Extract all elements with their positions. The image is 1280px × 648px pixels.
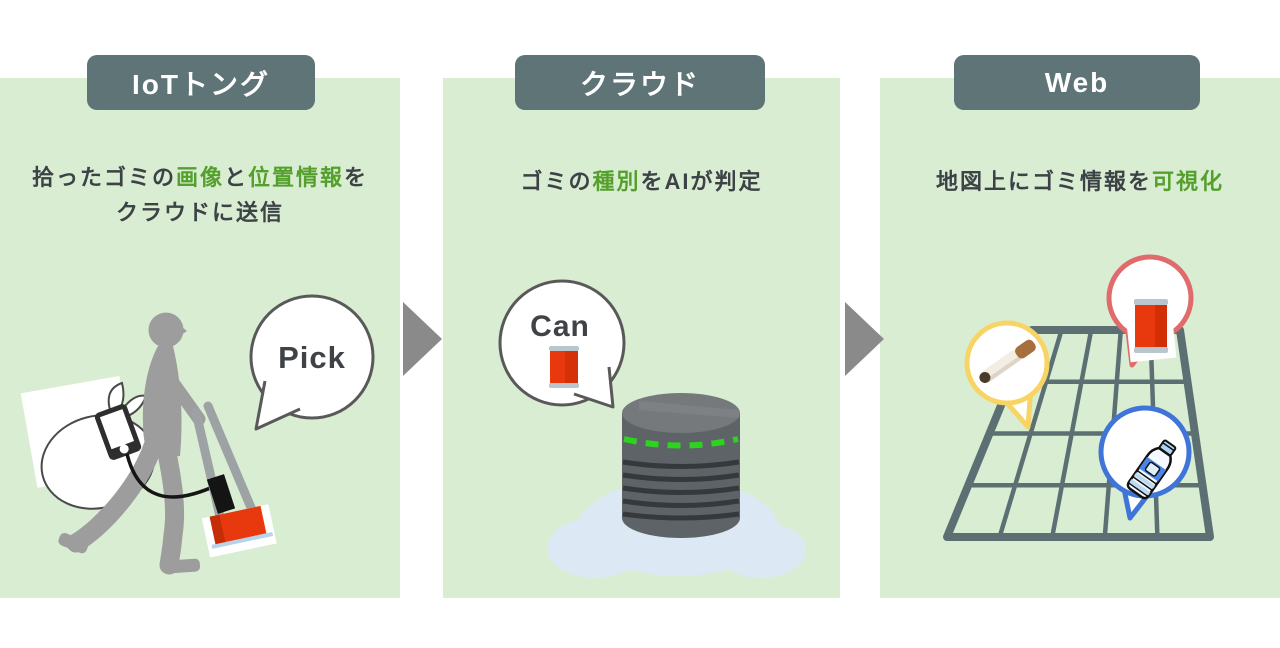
desc-text: 拾ったゴミの bbox=[31, 165, 176, 190]
tong-icon bbox=[191, 401, 277, 558]
desc-text: をAIが判定 bbox=[640, 169, 763, 194]
arrow-right-icon bbox=[845, 302, 884, 376]
desc-text: ゴミの bbox=[520, 169, 593, 194]
smartphone-icon bbox=[94, 404, 142, 460]
pin-can bbox=[1106, 254, 1194, 368]
panel1-desc-line1: 拾ったゴミの画像と位置情報を bbox=[0, 160, 400, 195]
pick-speech-bubble: Pick bbox=[249, 294, 375, 431]
tong-head bbox=[201, 504, 277, 558]
server-green-dash bbox=[623, 436, 739, 449]
iot-tong-illustration: Pick bbox=[20, 294, 375, 575]
panel-web: 地図上にゴミ情報を可視化 bbox=[880, 78, 1280, 598]
badge-iot-tong: IoTトング bbox=[87, 55, 315, 110]
desc-text: と bbox=[223, 165, 248, 190]
can-label: Can bbox=[530, 310, 590, 343]
pin-cigarette bbox=[964, 320, 1050, 430]
pick-label: Pick bbox=[278, 340, 346, 375]
badge-cloud: クラウド bbox=[515, 55, 765, 110]
map-illustration bbox=[943, 254, 1214, 541]
panel1-description: 拾ったゴミの画像と位置情報を クラウドに送信 bbox=[0, 160, 400, 230]
can-icon bbox=[549, 346, 579, 388]
panel-cloud: ゴミの種別をAIが判定 bbox=[443, 78, 840, 598]
pin-bottle bbox=[1098, 405, 1192, 521]
panel2-description: ゴミの種別をAIが判定 bbox=[443, 164, 840, 199]
can-speech-bubble: Can bbox=[498, 279, 626, 409]
can-icon bbox=[1134, 299, 1168, 353]
cable bbox=[125, 453, 218, 499]
desc-text: 地図上にゴミ情報を bbox=[935, 169, 1152, 194]
panel-iot-tong: 拾ったゴミの画像と位置情報を クラウドに送信 bbox=[0, 78, 400, 598]
arrow-right-icon bbox=[403, 302, 442, 376]
desc-highlight-location: 位置情報 bbox=[248, 165, 345, 190]
panel3-description: 地図上にゴミ情報を可視化 bbox=[880, 164, 1280, 199]
server-disks bbox=[622, 459, 740, 521]
desc-text: を bbox=[344, 165, 369, 190]
plastic-bottle-icon bbox=[1126, 439, 1177, 500]
panel1-desc-line2: クラウドに送信 bbox=[115, 200, 284, 225]
desc-highlight-type: 種別 bbox=[592, 169, 641, 194]
desc-highlight-image: 画像 bbox=[175, 165, 224, 190]
cloud-server-illustration: Can bbox=[498, 279, 806, 578]
server-icon bbox=[622, 393, 740, 538]
desc-highlight-visualize: 可視化 bbox=[1152, 169, 1225, 194]
person-icon bbox=[58, 312, 206, 575]
cigarette-icon bbox=[979, 339, 1036, 383]
badge-web: Web bbox=[954, 55, 1200, 110]
